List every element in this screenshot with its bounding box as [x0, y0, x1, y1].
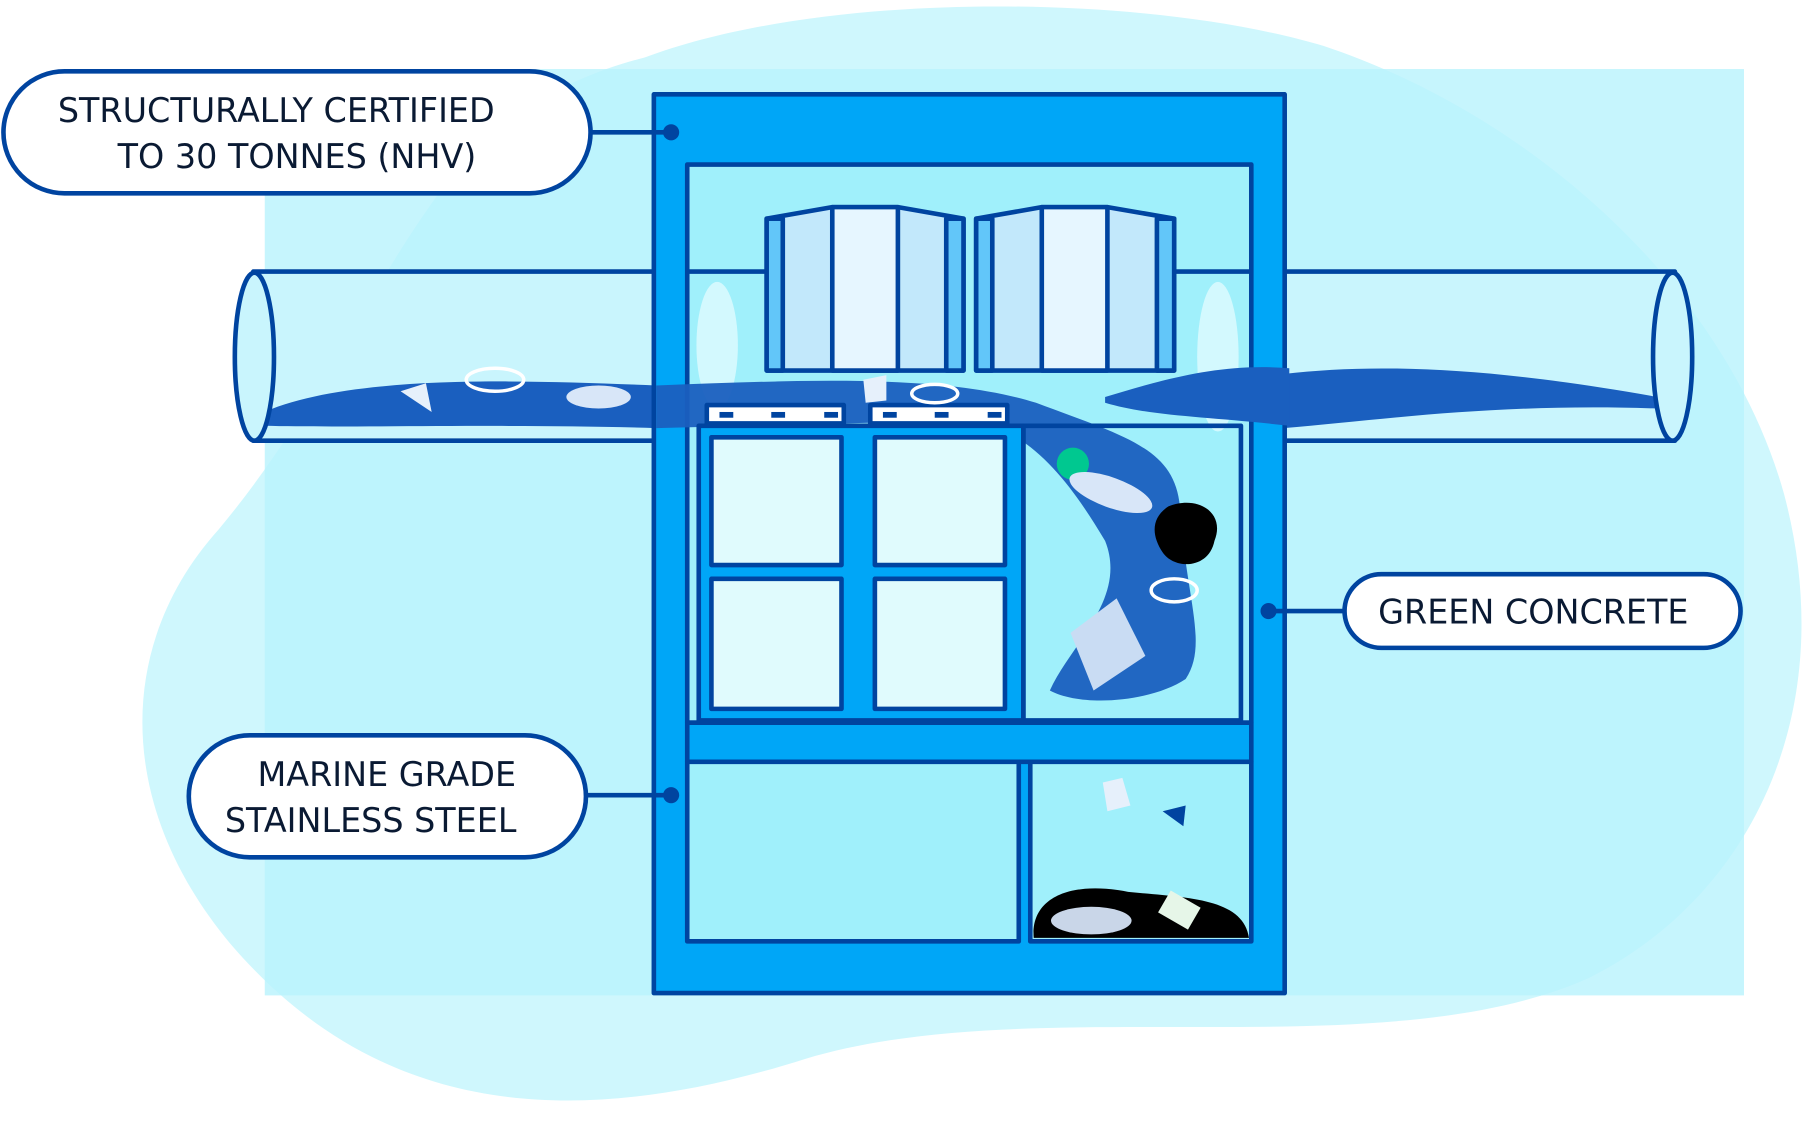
callout-structural: STRUCTURALLY CERTIFIED TO 30 TONNES (NHV…	[1, 69, 680, 196]
screen-right	[973, 204, 1177, 373]
debris	[400, 366, 1218, 691]
callout-concrete-line1: GREEN CONCRETE	[1378, 593, 1688, 632]
settled-debris	[1033, 777, 1249, 938]
callout-concrete: GREEN CONCRETE	[1260, 571, 1743, 651]
callout-steel-line1: MARINE GRADE	[257, 755, 516, 794]
outlet-pipe	[1281, 269, 1695, 444]
callout-steel: MARINE GRADE STAINLESS STEEL	[186, 733, 680, 860]
inlet-pipe	[232, 269, 659, 444]
screen-left	[764, 204, 966, 373]
lower-chamber-left	[684, 759, 1022, 944]
basket-left	[696, 402, 1026, 723]
callout-steel-line2: STAINLESS STEEL	[225, 801, 517, 840]
callout-structural-line2: TO 30 TONNES (NHV)	[117, 137, 477, 176]
callout-structural-line1: STRUCTURALLY CERTIFIED	[58, 91, 495, 130]
support-beam	[684, 720, 1254, 765]
